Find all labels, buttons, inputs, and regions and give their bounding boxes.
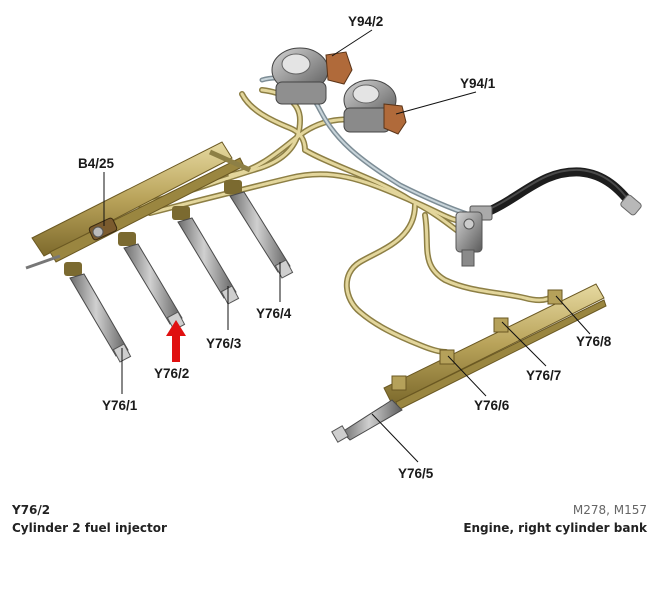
leader-lines xyxy=(103,29,591,463)
label-y76-8: Y76/8 xyxy=(576,334,612,349)
caption-location: M278, M157 Engine, right cylinder bank xyxy=(463,501,647,537)
injector-y76-1 xyxy=(64,262,132,363)
injector-y76-3 xyxy=(172,206,240,305)
pump-y94-2 xyxy=(271,47,353,105)
left-injectors xyxy=(64,180,294,363)
injector-y76-2 xyxy=(118,232,186,331)
label-y76-1: Y76/1 xyxy=(102,398,138,413)
left-fuel-rail xyxy=(25,141,252,270)
pump-y94-1 xyxy=(343,79,407,135)
label-y76-6: Y76/6 xyxy=(474,398,510,413)
fuel-system-diagram: Y94/2 Y94/1 B4/25 Y76/1 Y76/2 Y76/3 Y76/… xyxy=(25,14,642,481)
label-y76-5: Y76/5 xyxy=(398,466,434,481)
label-y76-2: Y76/2 xyxy=(154,366,189,381)
label-y94-1: Y94/1 xyxy=(460,76,496,91)
junction-fitting xyxy=(455,211,483,267)
label-b4-25: B4/25 xyxy=(78,156,115,171)
component-description: Cylinder 2 fuel injector xyxy=(12,521,167,535)
caption-component: Y76/2 Cylinder 2 fuel injector xyxy=(12,501,167,537)
engine-models: M278, M157 xyxy=(572,503,647,517)
label-y94-2: Y94/2 xyxy=(348,14,383,29)
component-location: Engine, right cylinder bank xyxy=(463,521,647,535)
label-y76-3: Y76/3 xyxy=(206,336,242,351)
injector-y76-5 xyxy=(331,399,403,443)
component-code: Y76/2 xyxy=(12,503,51,517)
pressure-sensor-b4-25 xyxy=(88,217,118,241)
label-y76-7: Y76/7 xyxy=(526,368,561,383)
fuel-lines xyxy=(137,75,556,355)
highlight-arrow xyxy=(166,320,186,362)
right-fuel-rail xyxy=(383,283,607,411)
label-y76-4: Y76/4 xyxy=(256,306,292,321)
injector-y76-4 xyxy=(224,180,294,279)
fuel-hose xyxy=(469,167,642,221)
